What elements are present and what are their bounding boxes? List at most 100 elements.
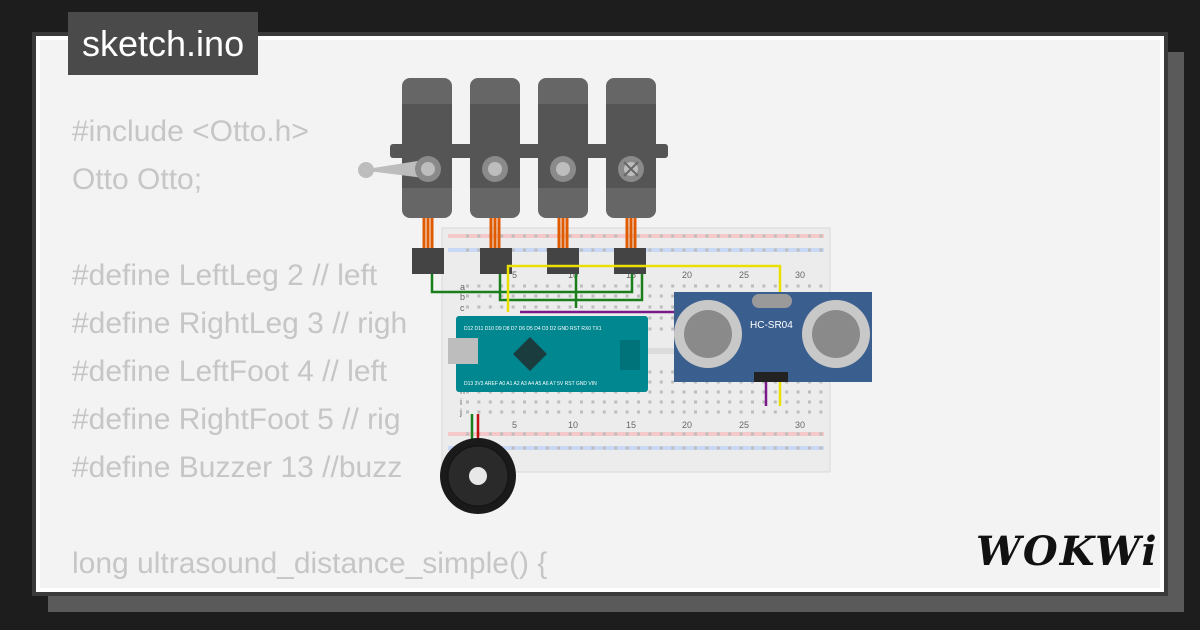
breadboard-hole <box>602 284 606 288</box>
breadboard-hole <box>648 370 652 374</box>
breadboard-hole <box>648 294 652 298</box>
breadboard-hole <box>671 234 675 238</box>
breadboard-hole <box>557 446 561 450</box>
breadboard-hole <box>648 432 652 436</box>
servo-2[interactable] <box>458 78 532 274</box>
breadboard-hole <box>602 410 606 414</box>
breadboard-hole <box>728 284 732 288</box>
hc-sr04-sensor[interactable]: HC-SR04 <box>674 292 872 382</box>
breadboard-hole <box>819 284 823 288</box>
breadboard-hole <box>785 390 789 394</box>
breadboard-hole <box>637 410 640 414</box>
breadboard-hole <box>557 400 561 404</box>
breadboard-hole <box>785 432 789 436</box>
breadboard-hole <box>808 400 811 404</box>
breadboard-hole <box>796 446 800 450</box>
breadboard-hole <box>808 432 811 436</box>
breadboard-hole <box>488 410 492 414</box>
breadboard-hole <box>591 248 595 252</box>
breadboard-hole <box>500 432 504 436</box>
breadboard-hole <box>614 410 618 414</box>
breadboard-hole <box>523 294 526 298</box>
breadboard-hole <box>534 446 538 450</box>
breadboard-hole <box>773 234 777 238</box>
breadboard-hole <box>477 248 481 252</box>
breadboard-hole <box>819 432 823 436</box>
breadboard-hole <box>602 400 606 404</box>
breadboard-hole <box>511 432 515 436</box>
breadboard-hole <box>659 248 663 252</box>
breadboard-hole <box>671 410 675 414</box>
breadboard-hole <box>648 390 652 394</box>
breadboard-hole <box>796 390 800 394</box>
breadboard-hole <box>511 284 515 288</box>
servo-1[interactable] <box>358 78 464 274</box>
breadboard-hole <box>614 446 618 450</box>
breadboard-hole <box>671 284 675 288</box>
breadboard-hole <box>648 234 652 238</box>
breadboard-hole <box>819 390 823 394</box>
buzzer[interactable] <box>440 438 516 514</box>
breadboard-hole <box>568 284 572 288</box>
breadboard-hole <box>796 432 800 436</box>
breadboard-hole <box>545 234 549 238</box>
breadboard-hole <box>557 294 561 298</box>
breadboard-hole <box>819 248 823 252</box>
breadboard-hole <box>591 410 595 414</box>
breadboard-hole <box>716 234 720 238</box>
breadboard-hole <box>808 248 811 252</box>
breadboard-hole <box>785 234 789 238</box>
column-label: 20 <box>682 270 692 280</box>
breadboard-hole <box>659 316 663 320</box>
breadboard-hole <box>773 400 777 404</box>
breadboard-hole <box>648 400 652 404</box>
breadboard-hole <box>568 294 572 298</box>
breadboard-hole <box>659 284 663 288</box>
breadboard-hole <box>534 294 538 298</box>
breadboard-hole <box>716 248 720 252</box>
breadboard-hole <box>625 432 629 436</box>
arduino-nano[interactable]: D12 D11 D10 D9 D8 D7 D6 D5 D4 D3 D2 GND … <box>448 316 648 392</box>
breadboard-hole <box>545 400 549 404</box>
servo-4[interactable] <box>594 78 668 274</box>
breadboard-hole <box>568 305 572 309</box>
breadboard-hole <box>625 446 629 450</box>
breadboard-hole <box>534 284 538 288</box>
column-label: 5 <box>512 270 517 280</box>
breadboard-hole <box>705 446 709 450</box>
sensor-label: HC-SR04 <box>750 320 793 331</box>
file-tab[interactable]: sketch.ino <box>68 12 259 75</box>
breadboard-hole <box>557 410 561 414</box>
breadboard-hole <box>511 410 515 414</box>
breadboard-hole <box>671 294 675 298</box>
breadboard-hole <box>705 284 709 288</box>
breadboard-hole <box>602 432 606 436</box>
breadboard-hole <box>659 380 663 384</box>
breadboard-hole <box>762 410 766 414</box>
breadboard-hole <box>557 305 561 309</box>
breadboard-hole <box>682 432 686 436</box>
breadboard-hole <box>648 380 652 384</box>
breadboard-hole <box>557 432 561 436</box>
breadboard-hole <box>545 432 549 436</box>
column-label: 5 <box>512 420 517 430</box>
breadboard-hole <box>705 248 709 252</box>
breadboard-hole <box>466 432 469 436</box>
breadboard-hole <box>466 305 469 309</box>
breadboard-hole <box>534 432 538 436</box>
breadboard-hole <box>568 410 572 414</box>
breadboard-hole <box>568 446 572 450</box>
breadboard-hole <box>488 432 492 436</box>
breadboard-hole <box>785 410 789 414</box>
breadboard-hole <box>466 284 469 288</box>
code-line: #define RightLeg 3 // righ <box>72 307 408 340</box>
breadboard-hole <box>511 446 515 450</box>
breadboard-hole <box>659 446 663 450</box>
servo-3[interactable] <box>526 78 600 274</box>
wokwi-logo: WOKWi <box>976 528 1157 576</box>
breadboard-hole <box>637 284 640 288</box>
breadboard-hole <box>728 446 732 450</box>
breadboard-hole <box>716 432 720 436</box>
breadboard-hole <box>785 284 789 288</box>
breadboard-hole <box>637 400 640 404</box>
